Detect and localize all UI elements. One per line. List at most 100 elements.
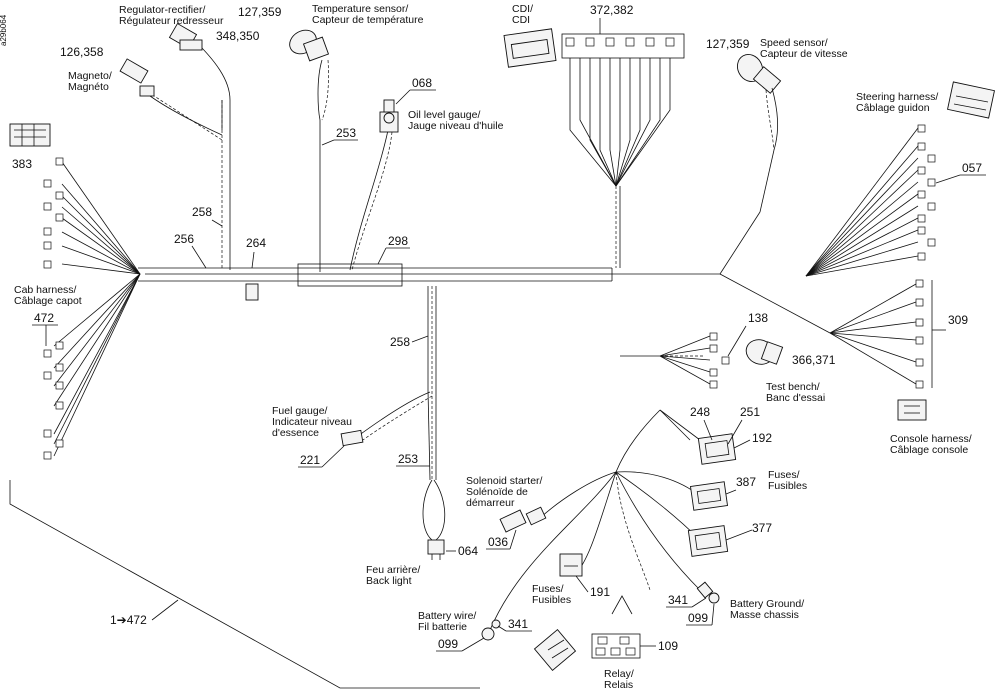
solenoid-label: Solenoid starter/ (466, 475, 543, 487)
regulator-rectifier-wires (191, 37, 231, 270)
ref-127-359-regulator: 127,359 (238, 5, 282, 19)
ref-057: 057 (962, 161, 982, 175)
fuses-lower-label-fr: Fusibles (532, 594, 571, 606)
battery-wire-label-fr: Fil batterie (418, 621, 467, 633)
ref-258-upper: 258 (192, 205, 212, 219)
ref-258-lower: 258 (390, 335, 410, 349)
ref-341-battery-ground: 341 (668, 593, 688, 607)
relay-label-fr: Relais (604, 679, 633, 691)
fuses-lower-label: Fuses/ (532, 583, 564, 595)
fuel-gauge-label-fr1: Indicateur niveau (272, 416, 352, 428)
battery-wire-terminal (481, 619, 501, 641)
ref-109: 109 (658, 639, 678, 653)
cdi-wires (569, 58, 671, 268)
fuel-gauge-label-fr2: d'essence (272, 427, 319, 439)
battery-ground-label: Battery Ground/ (730, 598, 804, 610)
relay-arrow (611, 595, 633, 615)
ref-126-358: 126,358 (60, 45, 104, 59)
ref-372-382: 372,382 (590, 3, 634, 17)
temperature-sensor (289, 29, 330, 62)
battery-wire-label: Battery wire/ (418, 610, 476, 622)
rear-branch-harness (357, 286, 446, 541)
magneto-connector (119, 58, 155, 97)
steering-harness-label: Steering harness/ (856, 91, 938, 103)
ref-472: 472 (34, 311, 54, 325)
fuse-block-248 (697, 433, 737, 465)
regulator-label-fr: Régulateur redresseur (119, 15, 224, 27)
battery-ground-label-fr: Masse chassis (730, 609, 799, 621)
main-harness (138, 149, 831, 334)
ref-341-battery-wire: 341 (508, 617, 528, 631)
console-connector-pins (915, 279, 933, 389)
speed-sensor (737, 54, 782, 94)
console-harness-label-fr: Câblage console (890, 444, 968, 456)
cab-harness-label: Cab harness/ (14, 284, 77, 296)
ref-348-350: 348,350 (216, 29, 260, 43)
ref-256: 256 (174, 232, 194, 246)
ref-068: 068 (412, 76, 432, 90)
connector-264 (245, 283, 259, 301)
magneto-wires (147, 91, 223, 141)
fuel-gauge-label: Fuel gauge/ (272, 405, 328, 417)
test-bench-wires (620, 335, 711, 385)
console-harness-wires (829, 283, 917, 385)
footer-ref-1-472: 1➔472 (110, 613, 147, 627)
console-harness-label: Console harness/ (890, 433, 972, 445)
solenoid-starter-connector (499, 506, 547, 533)
test-bench-label: Test bench/ (766, 381, 820, 393)
ref-383: 383 (12, 157, 32, 171)
tail-light-connector (427, 539, 445, 560)
cdi-label-fr: CDI (512, 14, 530, 26)
cdi-connector (561, 33, 685, 59)
regulator-rectifier (168, 22, 203, 51)
fuel-gauge-connector (340, 429, 364, 447)
fuse-block-387 (689, 481, 729, 511)
ref-064: 064 (458, 544, 478, 558)
fuses-right-label: Fuses/ (768, 469, 800, 481)
solenoid-label-fr1: Solénoïde de (466, 486, 528, 498)
steering-connector-pins (917, 124, 936, 261)
ref-099-battery-ground: 099 (688, 611, 708, 625)
ref-191: 191 (590, 585, 610, 599)
speed-sensor-wires (765, 87, 778, 151)
ref-253-lower: 253 (398, 452, 418, 466)
magneto-label-fr: Magnéto (68, 81, 109, 93)
ref-036: 036 (488, 535, 508, 549)
oil-gauge-label-fr: Jauge niveau d'huile (408, 120, 504, 132)
ref-138: 138 (748, 311, 768, 325)
regulator-label: Regulator-rectifier/ (119, 4, 205, 16)
cab-harness-wires (53, 161, 141, 457)
steering-harness-wires (805, 127, 919, 277)
speed-sensor-label: Speed sensor/ (760, 37, 828, 49)
steering-harness-connector (947, 81, 995, 119)
ref-251: 251 (740, 405, 760, 419)
speed-sensor-label-fr: Capteur de vitesse (760, 48, 848, 60)
ref-248: 248 (690, 405, 710, 419)
ref-309: 309 (948, 313, 968, 327)
temperature-label-fr: Capteur de température (312, 14, 424, 26)
oil-gauge-label: Oil level gauge/ (408, 109, 480, 121)
relay-label: Relay/ (604, 668, 634, 680)
steering-harness-label-fr: Câblage guidon (856, 102, 930, 114)
ref-264: 264 (246, 236, 266, 250)
cab-connector-pins (43, 157, 64, 460)
assembly-bracket (9, 480, 480, 689)
fuse-holder-191 (559, 553, 583, 577)
ref-387: 387 (736, 475, 756, 489)
test-bench-label-fr: Banc d'essai (766, 392, 825, 404)
ref-192: 192 (752, 431, 772, 445)
cdi-label: CDI/ (512, 3, 533, 15)
fuse-block-377 (687, 525, 729, 557)
tail-light-label: Feu arrière/ (366, 564, 420, 576)
cab-harness-label-fr: Câblage capot (14, 295, 82, 307)
relay-module (533, 628, 577, 672)
ref-127-359-speed: 127,359 (706, 37, 750, 51)
ref-221: 221 (300, 453, 320, 467)
ref-366-371: 366,371 (792, 353, 836, 367)
fuses-right-label-fr: Fusibles (768, 480, 807, 492)
ref-377: 377 (752, 521, 772, 535)
ref-253-upper: 253 (336, 126, 356, 140)
drawing-code: a29b064 (0, 14, 8, 46)
ref-298: 298 (388, 234, 408, 248)
